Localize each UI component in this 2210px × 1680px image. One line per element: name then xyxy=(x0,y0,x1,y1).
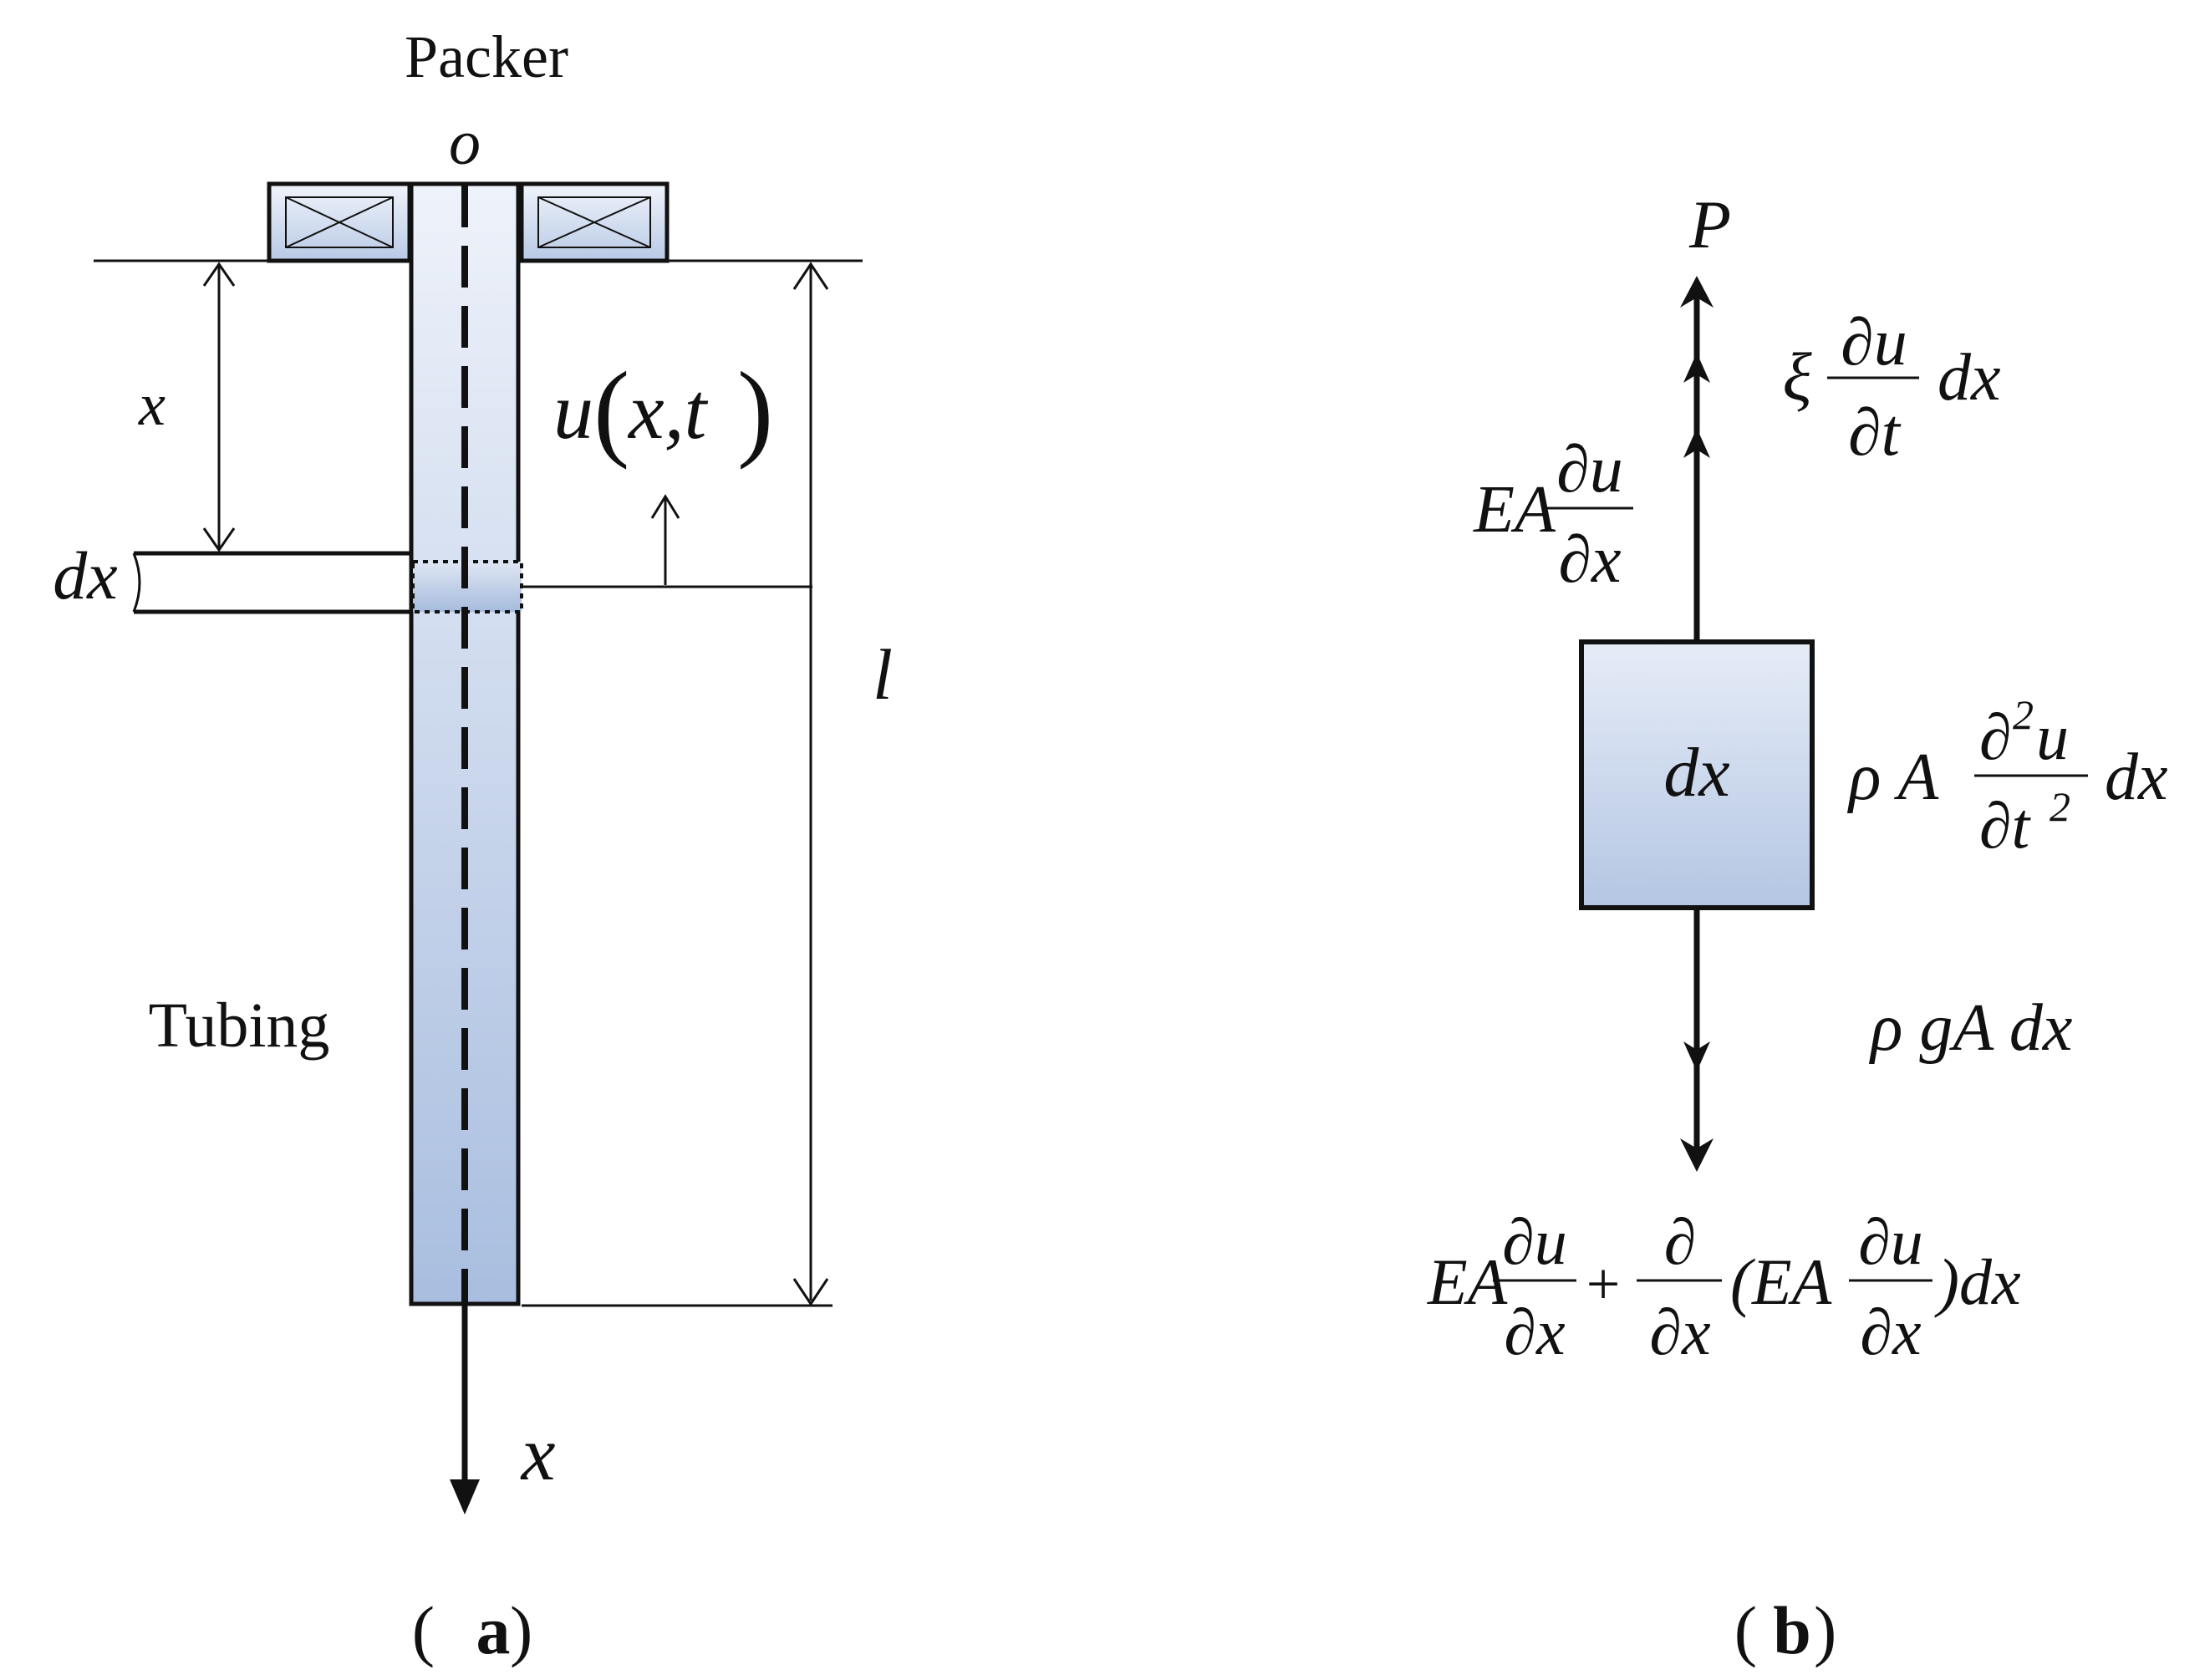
gravity-arrowhead xyxy=(1683,1041,1710,1072)
element-box xyxy=(1579,639,1815,910)
damping-arrowhead xyxy=(1683,353,1710,383)
packer-right-block xyxy=(519,181,670,263)
x-dimension-arrow-top xyxy=(202,262,236,287)
axial-top-term: EA ∂u ∂x xyxy=(1473,433,1633,597)
axial-bottom-num1: ∂u xyxy=(1502,1205,1567,1278)
x-axis-label: x xyxy=(520,1411,556,1496)
tubing-label: Tubing xyxy=(149,990,330,1061)
damping-num: ∂u xyxy=(1841,306,1907,379)
axial-top-coef: EA xyxy=(1473,473,1556,547)
caption-b-letter: b xyxy=(1773,1592,1811,1668)
axial-bottom-den2: ∂x xyxy=(1649,1296,1711,1368)
axial-bottom-den1: ∂x xyxy=(1504,1296,1566,1368)
packer-left-block xyxy=(267,181,412,263)
damping-term: ξ ∂u ∂t dx xyxy=(1782,306,2000,470)
damping-den: ∂t xyxy=(1848,396,1902,470)
axial-bottom-term: EA ∂u ∂x + ∂ ∂x (EA ∂u ∂x )dx xyxy=(1427,1205,2021,1368)
displacement-open-paren: ( xyxy=(593,350,629,471)
inertia-tail: dx xyxy=(2105,741,2168,814)
displacement-fn: u xyxy=(553,366,593,456)
l-dimension-arrow-top xyxy=(792,262,829,290)
displacement-close-paren: ) xyxy=(737,350,773,471)
axial-bottom-plus: + xyxy=(1586,1250,1621,1317)
caption-a-letter: a xyxy=(476,1592,511,1668)
inertia-coef: ρ A xyxy=(1846,741,1939,814)
inertia-num-sup: 2 xyxy=(2013,691,2034,738)
length-label: l xyxy=(873,634,893,715)
axial-top-num: ∂u xyxy=(1556,433,1623,507)
axial-bottom-den3: ∂x xyxy=(1860,1296,1922,1368)
x-depth-label: x xyxy=(138,371,165,438)
gravity-term: ρ gA dx xyxy=(1868,991,2072,1065)
inertia-num-d: ∂ xyxy=(1979,700,2012,773)
axial-bottom-open: (EA xyxy=(1730,1245,1832,1318)
axial-bottom-num3: ∂u xyxy=(1858,1205,1923,1278)
inertia-den-sup: 2 xyxy=(2050,783,2070,830)
svg-text:(: ( xyxy=(412,1592,435,1668)
svg-text:(: ( xyxy=(1734,1592,1757,1668)
svg-text:): ) xyxy=(510,1592,532,1668)
u-displacement-arrowhead xyxy=(650,494,680,519)
displacement-args: x,t xyxy=(627,366,709,456)
x-dimension-arrow-bottom xyxy=(202,527,236,552)
element-box-label: dx xyxy=(1663,734,1729,812)
panel-b: dx P ξ ∂u ∂t dx EA ∂u ∂x ρ A ∂ 2 u xyxy=(1427,186,2168,1668)
displacement-label: u ( x,t ) xyxy=(553,350,773,471)
inertia-term: ρ A ∂ 2 u ∂t 2 dx xyxy=(1846,691,2168,862)
axial-bottom-arrowhead xyxy=(1680,1138,1714,1172)
panel-a: Packer o x dx u ( x,t ) l Tubing x ( a ) xyxy=(53,23,893,1668)
axial-bottom-num2: ∂ xyxy=(1664,1205,1697,1278)
axial-top-arrowhead xyxy=(1683,428,1710,458)
axial-bottom-close: )dx xyxy=(1934,1245,2021,1318)
x-axis-arrowhead xyxy=(450,1479,480,1515)
packer-label: Packer xyxy=(405,23,568,90)
dx-label: dx xyxy=(53,537,117,613)
inertia-num-u: u xyxy=(2036,700,2069,773)
axial-top-den: ∂x xyxy=(1558,523,1621,597)
caption-b: ( b ) xyxy=(1734,1592,1837,1668)
dx-bracket xyxy=(132,552,141,613)
inertia-den-d: ∂t xyxy=(1979,789,2032,862)
damping-tail: dx xyxy=(1938,341,2001,415)
caption-a: ( a ) xyxy=(412,1592,533,1668)
P-arrowhead xyxy=(1680,276,1714,308)
svg-text:): ) xyxy=(1814,1592,1836,1668)
origin-label: o xyxy=(449,108,481,178)
l-dimension-arrow-bottom xyxy=(792,1278,829,1306)
P-label: P xyxy=(1688,186,1731,262)
damping-coef: ξ xyxy=(1782,339,1812,415)
